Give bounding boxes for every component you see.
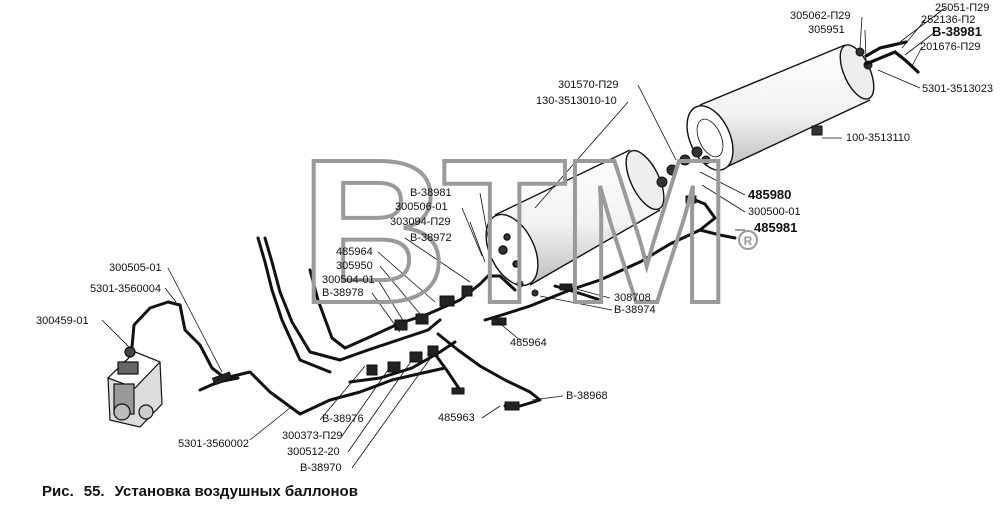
upper-right-pipe [864, 40, 920, 74]
part-label: В-38981 [932, 24, 982, 39]
air-compressor [106, 346, 163, 428]
front-air-cylinder [485, 149, 665, 287]
part-label: 300459-01 [36, 315, 89, 327]
part-label: 5301-3560004 [90, 283, 161, 295]
figure-caption: Рис. 55. Установка воздушных баллонов [42, 483, 368, 500]
part-label: 485964 [336, 246, 373, 258]
cylinder-fittings [516, 47, 873, 297]
caption-prefix: Рис. [42, 483, 74, 500]
part-label: 300500-01 [748, 206, 801, 218]
caption-number: 55. [83, 483, 105, 500]
part-label: 305950 [336, 260, 373, 272]
pipelines [130, 196, 737, 416]
part-label: 303094-П29 [390, 216, 451, 228]
part-label: 100-3513110 [846, 132, 911, 144]
part-label: В-38968 [566, 390, 608, 402]
part-label: В-38976 [322, 413, 364, 425]
part-label: 305062-П29 [790, 10, 851, 22]
caption-title: Установка воздушных баллонов [114, 483, 358, 500]
part-label: 25051-П29 [935, 2, 990, 14]
part-label: 300373-П29 [282, 430, 343, 442]
part-label: 300512-20 [287, 446, 340, 458]
part-label: 300504-01 [322, 274, 375, 286]
part-label: 485964 [510, 337, 547, 349]
part-label: 300506-01 [395, 201, 448, 213]
part-label: 305951 [808, 24, 845, 36]
part-label: 5301-3560002 [178, 438, 249, 450]
part-label: В-38978 [322, 287, 364, 299]
part-label: 485963 [438, 412, 475, 424]
part-label: 485981 [754, 220, 798, 235]
part-label: 301570-П29 [558, 79, 619, 91]
part-label: В-38970 [300, 462, 342, 474]
part-label: 485980 [748, 187, 792, 202]
part-label: 252136-П2 [921, 14, 976, 26]
part-label: 5301-3513023 [922, 83, 993, 95]
part-label: 201676-П29 [920, 41, 981, 53]
pipe-fittings [211, 195, 697, 411]
part-label: В-38974 [614, 304, 656, 316]
part-label: В-38981 [410, 187, 452, 199]
part-label: 130-3513010-10 [536, 95, 617, 107]
part-label: 308708 [614, 292, 651, 304]
part-label: 300505-01 [109, 262, 162, 274]
part-label: В-38972 [410, 232, 452, 244]
leader-lines [101, 7, 946, 469]
